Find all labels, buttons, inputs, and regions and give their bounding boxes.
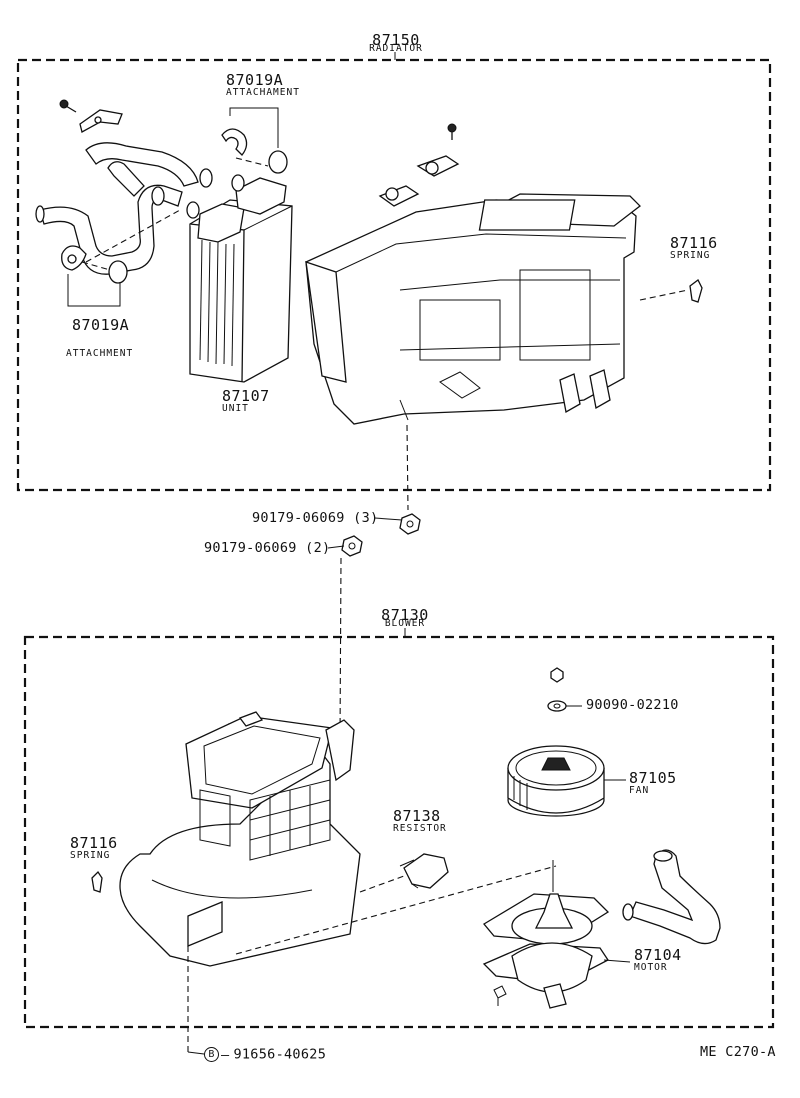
washer-part-number: 90090-02210 — [586, 697, 679, 713]
bolt-2-part-number: 90179-06069 — [204, 540, 297, 556]
radiator-part-number: 87150 — [372, 31, 420, 49]
heater-core-unit-icon — [186, 174, 293, 383]
motor-part-name: MOTOR — [634, 962, 668, 973]
blower-housing-icon — [119, 711, 557, 1055]
bolt-3-part-number: 90179-06069 — [252, 510, 345, 526]
resistor-part-number: 87138 — [393, 807, 441, 825]
bolt-3-quantity: (3) — [353, 510, 379, 526]
motor-part-number: 87104 — [634, 946, 682, 964]
attachment-ring-icon — [221, 107, 288, 174]
blower-part-number: 87130 — [381, 606, 429, 624]
blower-group-box — [23, 635, 775, 1029]
attachment-ring-icon — [61, 209, 181, 307]
diagram-code: ME C270-A — [700, 1044, 776, 1060]
bolt-3-callout: 90179-06069 (3) — [252, 510, 379, 526]
attachment-bottom-part-number: 87019A — [72, 316, 130, 334]
heater-hose-icon — [35, 142, 213, 275]
radiator-part-name: RADIATOR — [369, 43, 423, 54]
spring-top-part-number: 87116 — [670, 234, 718, 252]
attachment-top-part-name: ATTACHAMENT — [226, 87, 300, 98]
spring-top-part-name: SPRING — [670, 250, 711, 261]
resistor-part-name: RESISTOR — [393, 823, 447, 834]
cooling-hose-icon — [622, 849, 721, 945]
bolt-icon — [327, 535, 363, 741]
spring-bottom-part-name: SPRING — [70, 850, 111, 861]
attachment-top-part-number: 87019A — [226, 71, 284, 89]
resistor-icon — [359, 853, 449, 893]
hose-clamp-icon — [59, 99, 123, 133]
bolt-2-quantity: (2) — [305, 540, 331, 556]
spring-clip-icon — [639, 279, 703, 303]
unit-part-number: 87107 — [222, 387, 270, 405]
blower-fan-icon — [507, 745, 626, 817]
bolt-icon — [374, 424, 421, 535]
washer-icon — [547, 700, 582, 712]
nut-icon — [550, 667, 564, 683]
vent-flap-icon — [378, 123, 460, 207]
fan-part-name: FAN — [629, 785, 650, 796]
radiator-group-box — [16, 58, 772, 492]
screw-marker: B — [204, 1047, 219, 1062]
fan-part-number: 87105 — [629, 769, 677, 787]
unit-part-name: UNIT — [222, 403, 249, 414]
spring-clip-icon — [91, 870, 103, 893]
spring-bottom-part-number: 87116 — [70, 834, 118, 852]
blower-part-name: BLOWER — [384, 618, 426, 629]
bolt-2-callout: 90179-06069 (2) — [204, 540, 331, 556]
screw-part-number: 91656-40625 — [233, 1046, 327, 1063]
screw-callout: B—91656-40625 — [204, 1047, 326, 1062]
heater-housing-icon — [305, 193, 641, 425]
blower-motor-icon — [482, 860, 631, 1009]
attachment-bottom-part-name: ATTACHMENT — [66, 348, 134, 359]
